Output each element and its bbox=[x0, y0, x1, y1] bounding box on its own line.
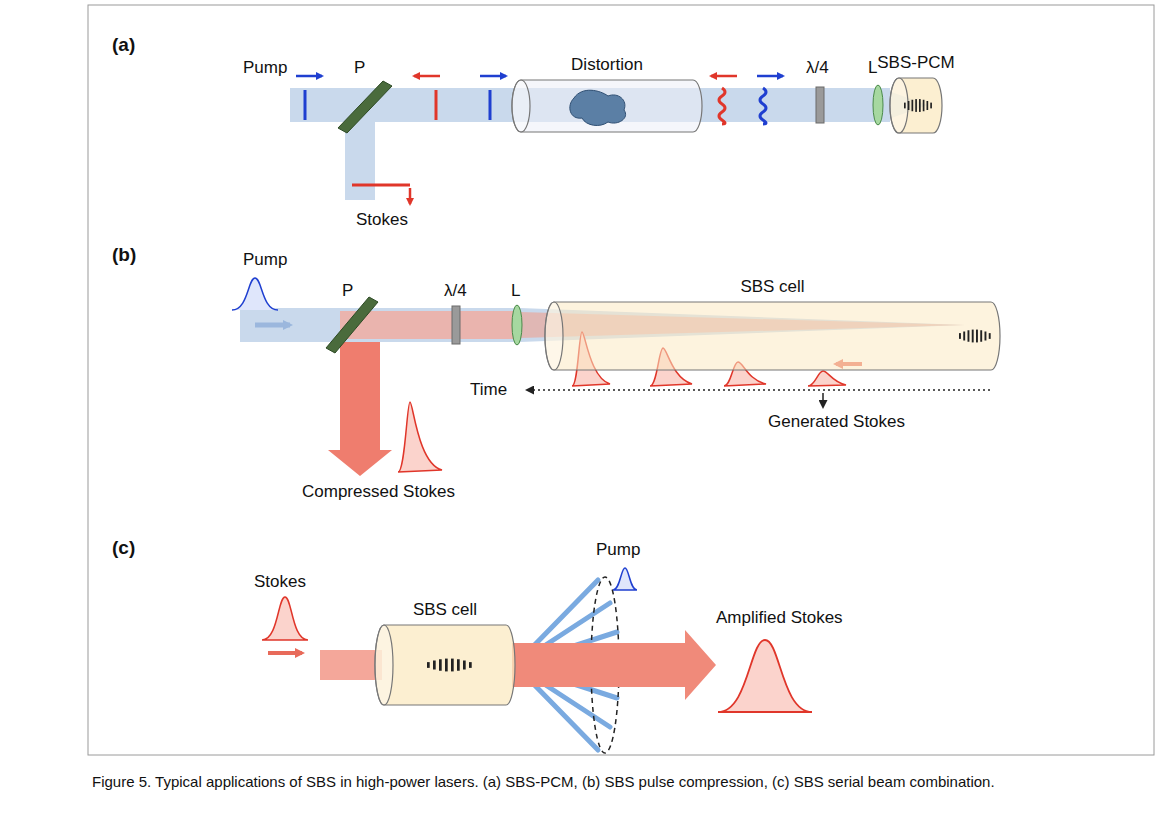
stokes-arrow bbox=[409, 188, 412, 204]
pump-arrow bbox=[757, 75, 783, 78]
part-name: SBS-PCM bbox=[890, 53, 942, 73]
sbs-cell: SBS cell bbox=[545, 302, 1000, 370]
panel-label: (b) bbox=[112, 245, 136, 265]
acoustic-grating bbox=[427, 659, 472, 672]
cylinder-body bbox=[512, 80, 702, 132]
panel-label: (a) bbox=[112, 35, 135, 55]
polarizer bbox=[338, 81, 392, 133]
polarization-line bbox=[489, 90, 492, 120]
polarization-line bbox=[435, 90, 438, 120]
amplified-pulse bbox=[718, 640, 812, 712]
component-label: L bbox=[511, 281, 520, 301]
acoustic-grating bbox=[959, 330, 991, 343]
beam bbox=[240, 308, 520, 342]
cylinder-end bbox=[545, 302, 563, 370]
figure-frame bbox=[88, 5, 1154, 755]
distorted-wavefront bbox=[719, 88, 725, 124]
beam-label: Stokes bbox=[254, 572, 306, 592]
part-name: SBS cell bbox=[375, 600, 515, 620]
beam-label: Amplified Stokes bbox=[716, 608, 843, 628]
quarter-wave-plate bbox=[452, 306, 460, 344]
part-name: Distortion bbox=[512, 55, 702, 75]
output-arrow bbox=[328, 342, 392, 476]
beam-label: Compressed Stokes bbox=[302, 482, 455, 502]
figure-caption: Figure 5. Typical applications of SBS in… bbox=[92, 772, 1142, 792]
beam-label: Pump bbox=[243, 250, 287, 270]
panel-c bbox=[262, 568, 812, 753]
component-label: P bbox=[354, 58, 365, 78]
sbs-cell: SBS cell bbox=[375, 625, 515, 705]
stokes-pulse bbox=[262, 597, 308, 640]
component-label: λ/4 bbox=[806, 58, 829, 78]
component-label: λ/4 bbox=[444, 281, 467, 301]
polarizer bbox=[326, 297, 378, 353]
pump-arrow bbox=[296, 75, 322, 78]
time-axis bbox=[527, 389, 990, 391]
stokes-arrow bbox=[268, 651, 302, 655]
cylinder-body bbox=[545, 302, 1000, 370]
phase-conjugate-mirror: SBS-PCM bbox=[890, 78, 942, 133]
pump-pulse bbox=[613, 568, 637, 590]
cylinder-outline bbox=[375, 625, 515, 705]
lens bbox=[873, 85, 883, 125]
cylinder-body bbox=[890, 78, 942, 133]
quarter-wave-plate bbox=[816, 87, 824, 123]
beam-label: Generated Stokes bbox=[768, 412, 905, 432]
pump-arrow bbox=[480, 75, 506, 78]
polarization-line bbox=[304, 90, 307, 120]
cylinder-outline bbox=[545, 302, 1000, 370]
stokes-arrow bbox=[414, 75, 440, 78]
compressed-pulse bbox=[398, 402, 442, 472]
distorted-wavefront bbox=[760, 88, 766, 124]
stokes-pulse bbox=[808, 371, 846, 386]
cylinder-body bbox=[375, 625, 515, 705]
acoustic-grating bbox=[904, 99, 932, 112]
component-label: L bbox=[868, 58, 877, 78]
stokes-arrow bbox=[711, 75, 737, 78]
leader-arrow bbox=[822, 393, 824, 407]
cylinder-outline bbox=[512, 80, 702, 132]
distortion-blob bbox=[570, 90, 626, 125]
panel-a bbox=[290, 76, 928, 204]
stokes-beam bbox=[320, 650, 382, 680]
polarization-line bbox=[352, 184, 410, 187]
cylinder-end bbox=[512, 80, 530, 132]
amplified-beam bbox=[512, 630, 716, 700]
component-label: P bbox=[342, 281, 353, 301]
panel-label: (c) bbox=[112, 538, 135, 558]
lens bbox=[512, 305, 522, 345]
beam-label: Pump bbox=[243, 58, 287, 78]
pump-pulse bbox=[232, 278, 278, 310]
beam-label: Stokes bbox=[356, 210, 408, 230]
cylinder-outline bbox=[890, 78, 942, 133]
beam-label: Pump bbox=[596, 540, 640, 560]
cylinder-end bbox=[375, 625, 393, 705]
cylinder-end bbox=[890, 78, 908, 133]
part-name: SBS cell bbox=[545, 277, 1000, 297]
pump-arrow bbox=[255, 323, 290, 328]
axis-label: Time bbox=[470, 380, 507, 400]
distortion-tube: Distortion bbox=[512, 80, 702, 132]
